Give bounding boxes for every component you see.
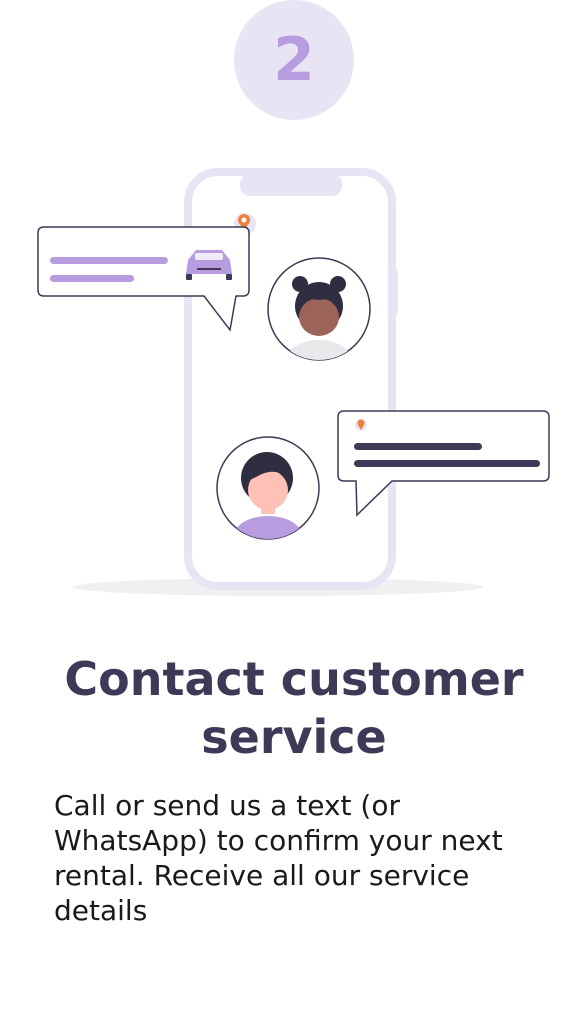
step-badge: 2 <box>234 0 354 120</box>
page-title: Contact customer service <box>64 652 524 764</box>
location-pin-icon <box>355 419 367 431</box>
step-number: 2 <box>273 25 315 95</box>
car-icon <box>186 250 232 280</box>
avatar <box>216 436 320 540</box>
chat-bubble-icon <box>37 226 250 332</box>
step-description: Call or send us a text (or WhatsApp) to … <box>54 789 503 927</box>
chat-bubble-icon <box>337 410 550 517</box>
contact-illustration <box>37 168 550 596</box>
avatar <box>267 257 371 361</box>
